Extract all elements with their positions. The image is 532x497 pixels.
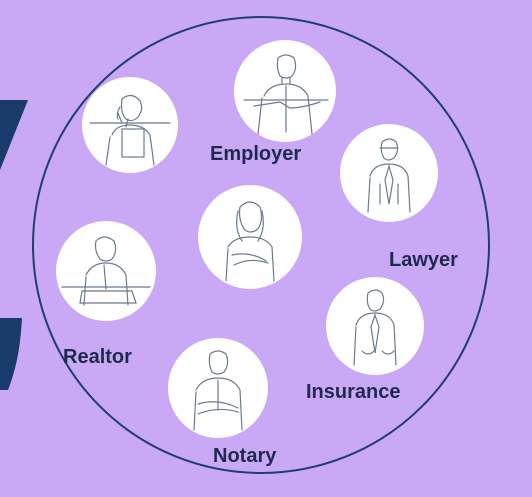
insurance-node (326, 277, 424, 375)
woman-on-phone-icon (89, 94, 171, 166)
lawyer-node (340, 124, 438, 222)
businessman-handshake-icon (243, 54, 329, 135)
realtor-node (56, 221, 156, 321)
realtor-label: Realtor (63, 346, 132, 368)
woman-on-phone-node (82, 77, 178, 173)
man-arms-crossed-icon (193, 350, 243, 431)
notary-label: Notary (213, 445, 277, 467)
man-writing-icon (61, 236, 151, 306)
man-in-suit-icon (367, 138, 411, 213)
notary-node (168, 338, 268, 438)
employer-node (234, 40, 336, 142)
center-woman-node (198, 185, 302, 289)
lawyer-label: Lawyer (389, 249, 458, 271)
network-circle (32, 16, 490, 474)
woman-arms-crossed-icon (225, 201, 275, 282)
man-standing-icon (353, 289, 397, 366)
employer-label: Employer (210, 143, 302, 165)
insurance-label: Insurance (306, 381, 401, 403)
